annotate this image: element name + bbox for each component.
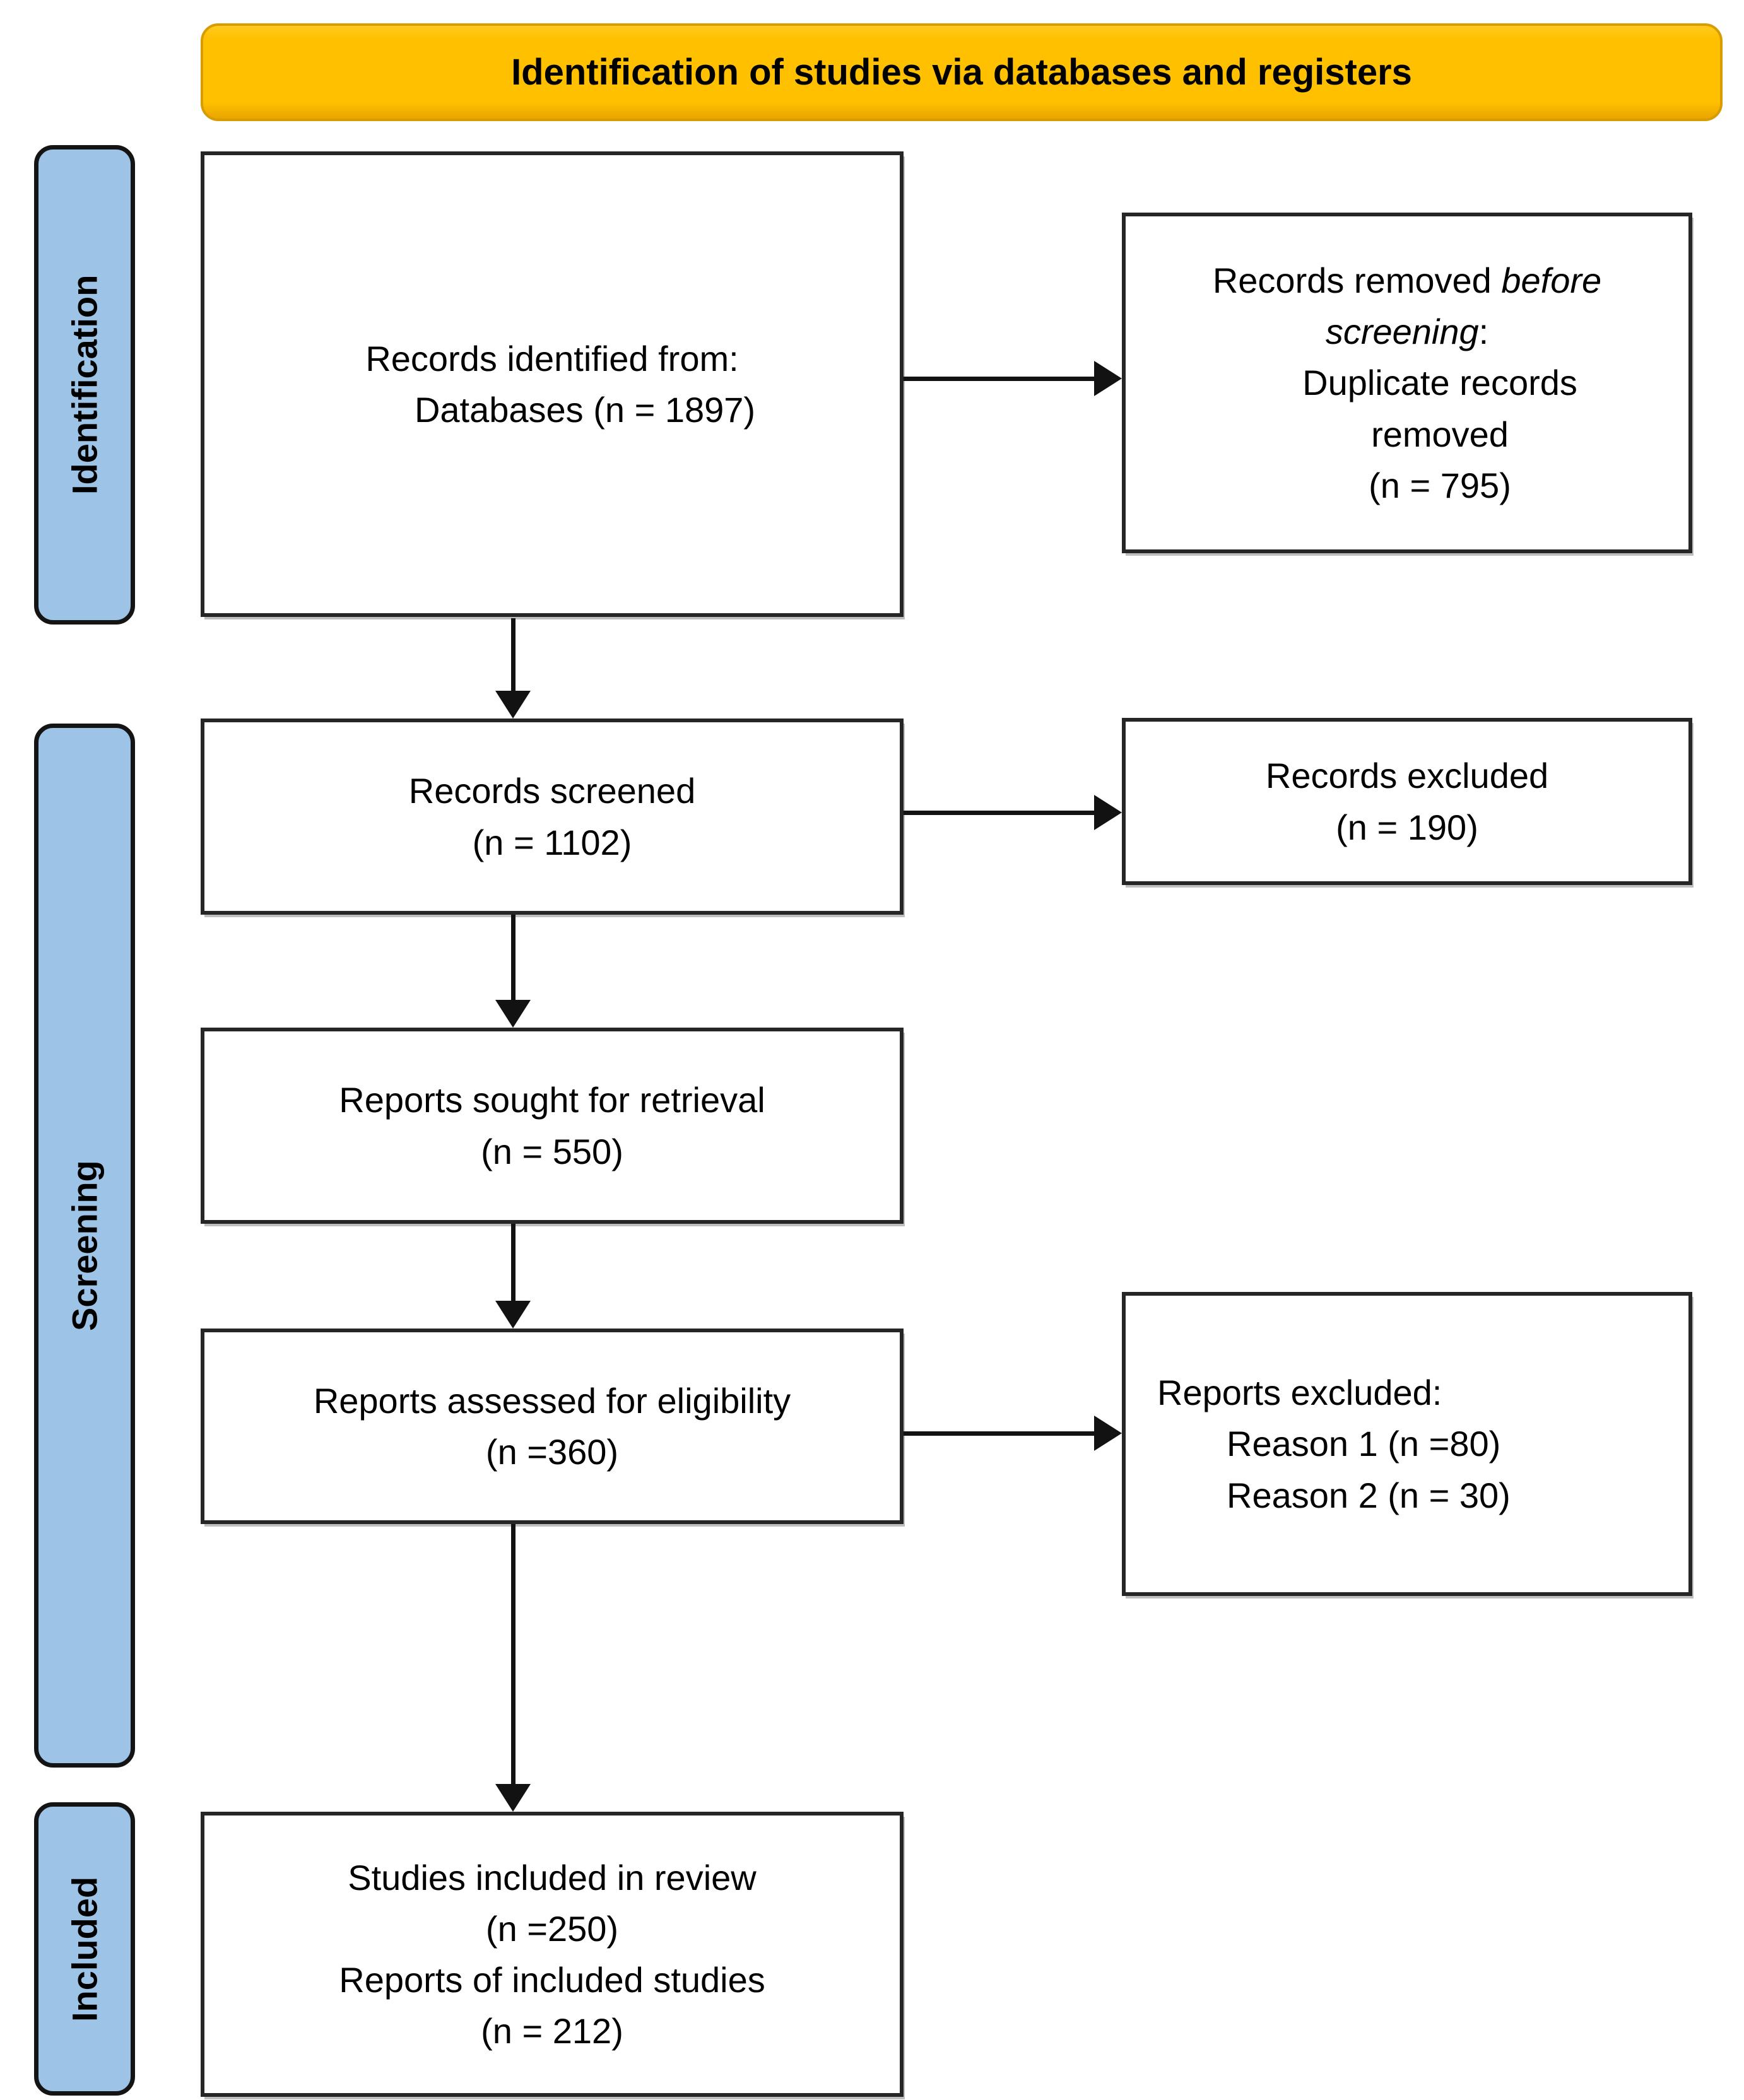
arrow-shaft [511, 1224, 516, 1306]
arrow-screened-to-sought [495, 915, 531, 1028]
arrow-shaft [511, 618, 516, 696]
arrow-sought-to-assessed [495, 1224, 531, 1329]
arrow-assessed-to-included [495, 1524, 531, 1812]
box-line: removed [1371, 414, 1509, 454]
stage-label-identification: Identification [34, 145, 135, 625]
arrow-screened-to-excluded [904, 795, 1122, 830]
box-line: (n = 795) [1369, 465, 1511, 505]
text-segment: Records removed [1212, 261, 1502, 301]
box-line: Reports of included studies [339, 1960, 765, 2000]
box-line: Databases (n = 1897) [414, 390, 756, 430]
box-line: (n = 550) [481, 1131, 623, 1171]
box-records-excluded: Records excluded (n = 190) [1122, 718, 1692, 885]
box-line: Reports excluded: [1157, 1373, 1442, 1413]
box-records-identified: Records identified from: Databases (n = … [201, 151, 904, 617]
box-line: Duplicate records [1302, 363, 1577, 403]
arrow-shaft [904, 377, 1099, 381]
box-line-reason: Reason 1 (n =80) [1227, 1424, 1501, 1464]
box-reports-sought: Reports sought for retrieval (n = 550) [201, 1028, 904, 1224]
box-line: screening: [1126, 306, 1688, 357]
box-line: Records removed before [1126, 255, 1688, 306]
box-line: (n = 1102) [472, 822, 632, 862]
arrow-shaft [511, 915, 516, 1005]
arrow-head-down-icon [495, 1301, 531, 1329]
arrow-identified-to-removed [904, 361, 1122, 396]
banner-title: Identification of studies via databases … [201, 23, 1723, 121]
stage-label-screening: Screening [34, 724, 135, 1768]
box-line: (n = 190) [1336, 807, 1478, 847]
box-line: (n =250) [485, 1908, 619, 1949]
arrow-head-down-icon [495, 691, 531, 719]
box-studies-included: Studies included in review (n =250) Repo… [201, 1812, 904, 2097]
box-line: (n =360) [485, 1432, 619, 1472]
arrow-head-right-icon [1094, 795, 1122, 830]
arrow-head-right-icon [1094, 361, 1122, 396]
stage-label-included: Included [34, 1802, 135, 2096]
arrow-head-right-icon [1094, 1416, 1122, 1451]
box-reports-assessed: Reports assessed for eligibility (n =360… [201, 1329, 904, 1524]
arrow-assessed-to-reports-excluded [904, 1416, 1122, 1451]
box-line: Records excluded [1265, 756, 1549, 796]
box-line: Reports assessed for eligibility [313, 1380, 791, 1421]
box-line-reason: Reason 2 (n = 30) [1227, 1475, 1511, 1515]
box-line: Records identified from: [365, 338, 739, 378]
text-segment-italic: before [1501, 261, 1602, 301]
box-records-removed-before-screening: Records removed before screening: Duplic… [1122, 213, 1692, 553]
arrow-shaft [904, 811, 1099, 815]
text-segment-italic: screening [1325, 312, 1479, 352]
box-line: Studies included in review [348, 1857, 757, 1898]
arrow-shaft [511, 1524, 516, 1789]
box-line: Reports sought for retrieval [339, 1080, 765, 1120]
arrow-head-down-icon [495, 1000, 531, 1028]
arrow-identified-to-screened [495, 618, 531, 719]
box-reports-excluded: Reports excluded: Reason 1 (n =80) Reaso… [1122, 1292, 1692, 1596]
box-line: Records screened [408, 771, 696, 811]
box-records-screened: Records screened (n = 1102) [201, 719, 904, 915]
arrow-head-down-icon [495, 1784, 531, 1812]
box-line: (n = 212) [481, 2011, 623, 2051]
arrow-shaft [904, 1431, 1099, 1436]
text-segment: : [1478, 312, 1489, 352]
